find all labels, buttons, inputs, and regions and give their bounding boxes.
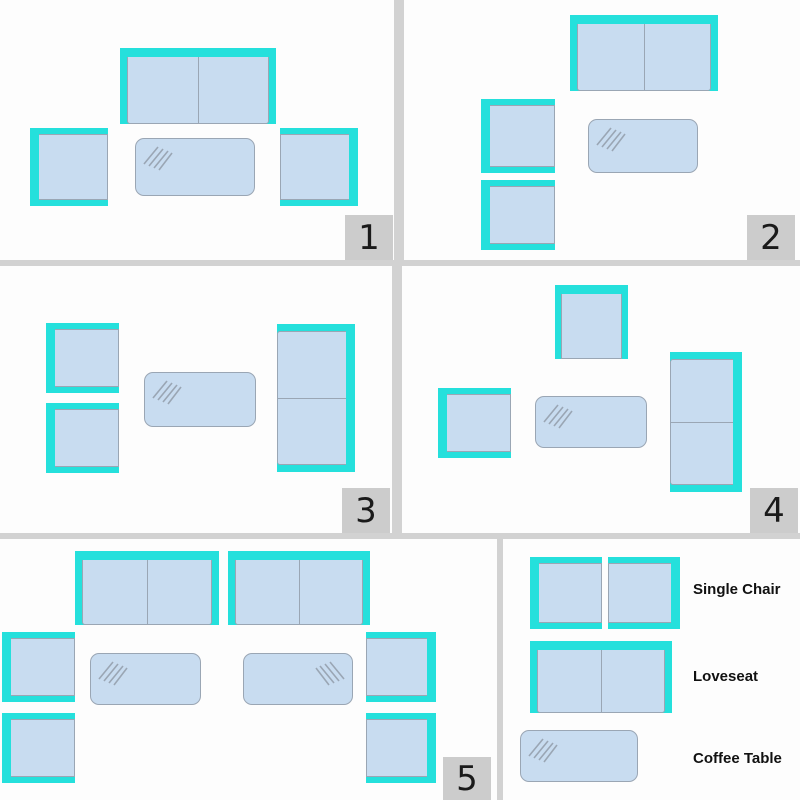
loveseat-cushion bbox=[127, 57, 199, 124]
loveseat bbox=[530, 641, 672, 713]
loveseat-cushion bbox=[577, 24, 645, 91]
loveseat bbox=[277, 324, 355, 472]
table-shine-icon bbox=[528, 738, 558, 763]
single-chair bbox=[2, 632, 75, 702]
loveseat-cushion bbox=[147, 560, 212, 625]
table-shine-icon bbox=[98, 661, 128, 686]
chair-cushion bbox=[55, 329, 119, 387]
chair-cushion bbox=[366, 638, 427, 696]
chair-cushion bbox=[539, 563, 602, 623]
loveseat-cushion bbox=[82, 560, 148, 625]
single-chair bbox=[481, 180, 555, 250]
loveseat-cushion bbox=[299, 560, 363, 625]
chair-cushion bbox=[39, 134, 108, 200]
coffee-table bbox=[520, 730, 638, 782]
coffee-table bbox=[535, 396, 647, 448]
single-chair bbox=[608, 557, 680, 629]
single-chair bbox=[46, 403, 119, 473]
loveseat bbox=[570, 15, 718, 91]
single-chair bbox=[555, 285, 628, 359]
legend-label-0: Single Chair bbox=[693, 581, 781, 598]
coffee-table bbox=[144, 372, 256, 427]
chair-cushion bbox=[490, 105, 555, 167]
loveseat-cushion bbox=[277, 331, 346, 399]
chair-cushion bbox=[11, 719, 75, 777]
loveseat bbox=[120, 48, 276, 124]
loveseat bbox=[228, 551, 370, 625]
chair-cushion bbox=[561, 294, 622, 359]
chair-cushion bbox=[490, 186, 555, 244]
loveseat-cushion bbox=[537, 650, 602, 713]
loveseat-cushion bbox=[277, 398, 346, 465]
loveseat-cushion bbox=[601, 650, 665, 713]
loveseat-cushion bbox=[235, 560, 300, 625]
single-chair bbox=[481, 99, 555, 173]
table-shine-icon bbox=[315, 661, 345, 686]
loveseat bbox=[670, 352, 742, 492]
single-chair bbox=[366, 632, 436, 702]
panel-number-badge-1: 1 bbox=[345, 215, 393, 260]
coffee-table bbox=[90, 653, 201, 705]
loveseat-cushion bbox=[198, 57, 269, 124]
legend-label-2: Coffee Table bbox=[693, 750, 782, 767]
table-shine-icon bbox=[543, 404, 573, 429]
single-chair bbox=[438, 388, 511, 458]
coffee-table bbox=[135, 138, 255, 196]
single-chair bbox=[530, 557, 602, 629]
panel-number-badge-3: 3 bbox=[342, 488, 390, 533]
table-shine-icon bbox=[596, 127, 626, 152]
chair-cushion bbox=[447, 394, 511, 452]
chair-cushion bbox=[11, 638, 75, 696]
chair-cushion bbox=[55, 409, 119, 467]
single-chair bbox=[366, 713, 436, 783]
loveseat-cushion bbox=[670, 422, 733, 485]
single-chair bbox=[30, 128, 108, 206]
table-shine-icon bbox=[152, 380, 182, 405]
chair-cushion bbox=[366, 719, 427, 777]
loveseat-cushion bbox=[644, 24, 711, 91]
legend-label-1: Loveseat bbox=[693, 668, 759, 685]
coffee-table bbox=[243, 653, 353, 705]
panel-number-badge-5: 5 bbox=[443, 757, 491, 800]
loveseat bbox=[75, 551, 219, 625]
single-chair bbox=[2, 713, 75, 783]
panel-number-badge-2: 2 bbox=[747, 215, 795, 260]
chair-cushion bbox=[608, 563, 671, 623]
loveseat-cushion bbox=[670, 359, 733, 423]
chair-cushion bbox=[280, 134, 349, 200]
single-chair bbox=[46, 323, 119, 393]
panel-number-badge-4: 4 bbox=[750, 488, 798, 533]
single-chair bbox=[280, 128, 358, 206]
coffee-table bbox=[588, 119, 698, 173]
table-shine-icon bbox=[143, 146, 173, 171]
